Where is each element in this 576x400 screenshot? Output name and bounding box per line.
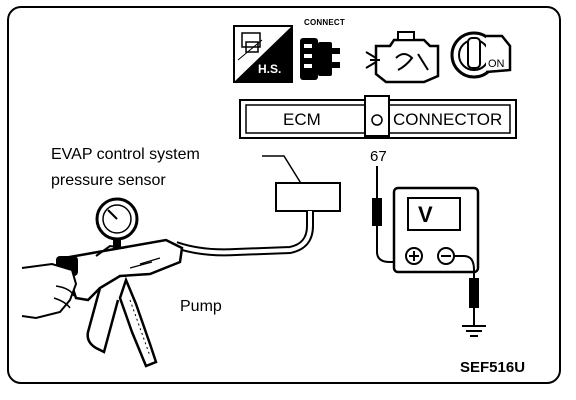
engine-icon: [365, 31, 440, 84]
ignition-key-icon: [450, 31, 512, 79]
hand-pump: [56, 238, 184, 368]
sensor-label-line2: pressure sensor: [51, 172, 166, 189]
vacuum-hose: [175, 211, 312, 255]
ground-icon: [462, 325, 486, 337]
pump-label: Pump: [180, 298, 222, 315]
hs-label: H.S.: [258, 62, 282, 76]
sensor-leader-line: [262, 155, 303, 186]
terminal-number-label: 67: [370, 148, 387, 165]
meter-symbol: V: [418, 202, 433, 227]
probe-lead-67: [372, 166, 404, 263]
connect-label: CONNECT: [304, 18, 345, 27]
ignition-on-label: ON: [488, 58, 505, 70]
connector-label: CONNECTOR: [393, 110, 503, 129]
connect-icon: [300, 38, 340, 80]
ground-lead: [454, 255, 479, 326]
diagram-frame: [7, 6, 561, 384]
ecm-label: ECM: [283, 110, 321, 129]
sensor-label-line1: EVAP control system: [51, 146, 200, 163]
voltmeter-icon: [392, 186, 480, 274]
harness-connector-graphic: [239, 95, 517, 139]
vacuum-gauge-icon: [95, 197, 139, 250]
pressure-sensor: [275, 182, 341, 212]
hand: [21, 262, 78, 320]
figure-code: SEF516U: [460, 359, 526, 376]
hs-tool-icon: [233, 25, 293, 83]
